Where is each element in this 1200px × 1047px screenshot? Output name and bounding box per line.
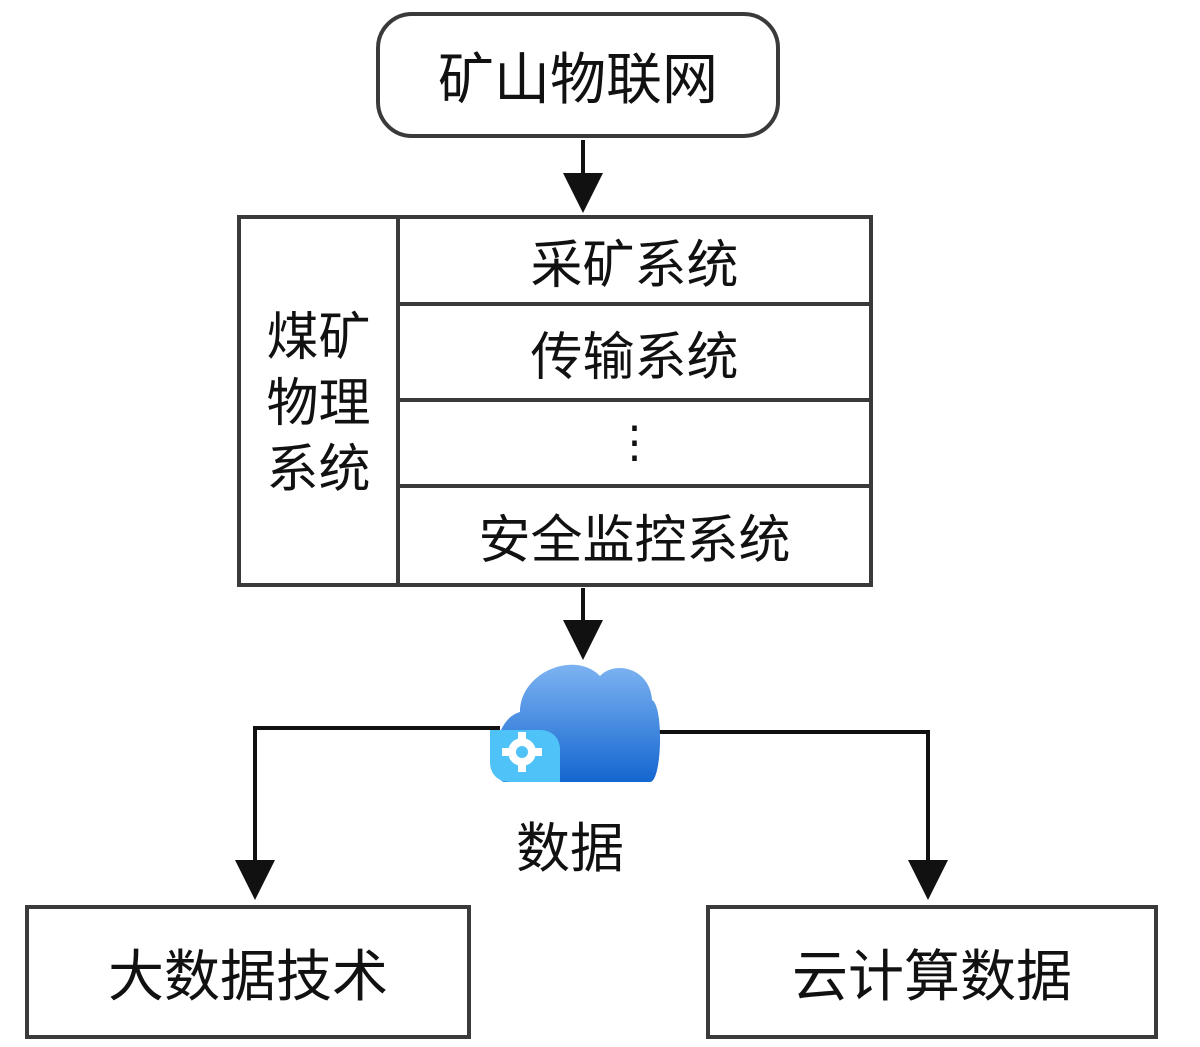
node-mine-iot-label: 矿山物联网: [438, 47, 718, 113]
arrow-data-to-bigdata: [235, 726, 500, 900]
physical-system-label-line-1: 煤矿: [266, 308, 371, 368]
row-ellipsis: ⋮: [400, 402, 869, 484]
data-label: 数据: [500, 810, 640, 880]
row-transport-system: 传输系统: [400, 306, 869, 398]
node-big-data-tech-label: 大数据技术: [108, 944, 388, 1010]
divider-row-1: [396, 302, 873, 306]
node-cloud-computing-label: 云计算数据: [792, 944, 1072, 1010]
physical-system-label: 煤矿 物理 系统: [241, 219, 396, 583]
row-mining-system: 采矿系统: [400, 219, 869, 302]
arrow-data-to-cloudcomputing: [655, 730, 948, 900]
row-transport-system-label: 传输系统: [530, 327, 739, 388]
row-ellipsis-label: ⋮: [612, 417, 657, 468]
node-big-data-tech: 大数据技术: [25, 905, 471, 1039]
row-safety-monitoring-system: 安全监控系统: [400, 488, 869, 583]
physical-system-label-line-3: 系统: [266, 440, 371, 500]
node-mine-iot: 矿山物联网: [376, 12, 780, 138]
row-safety-monitoring-label: 安全监控系统: [478, 511, 791, 571]
node-cloud-computing-data: 云计算数据: [706, 905, 1158, 1039]
data-label-text: 数据: [516, 816, 624, 880]
row-mining-system-label: 采矿系统: [530, 236, 739, 296]
cloud-gear-icon: [490, 664, 661, 782]
divider-row-3: [396, 484, 873, 488]
physical-system-label-line-2: 物理: [266, 374, 371, 434]
divider-row-2: [396, 398, 873, 402]
